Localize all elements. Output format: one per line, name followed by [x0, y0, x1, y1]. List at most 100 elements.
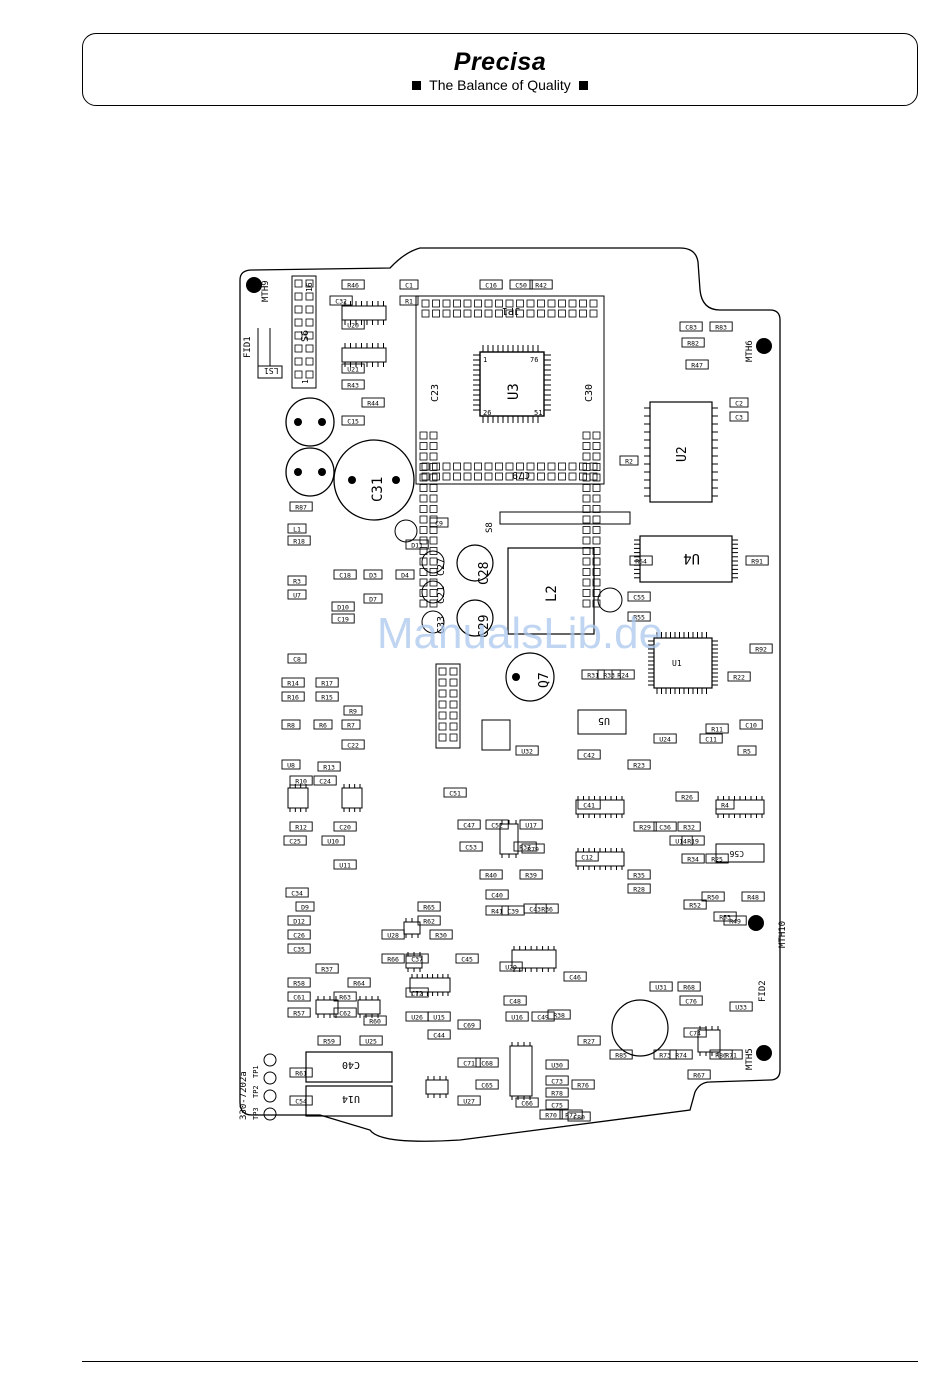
- part-r37: [513, 841, 537, 852]
- part-label-c74: C74: [689, 1029, 701, 1037]
- square-bullet-icon: [578, 81, 588, 90]
- part-label-r41: R41: [491, 907, 503, 915]
- part-r55: [627, 611, 651, 622]
- component-u19: [611, 999, 669, 1057]
- part-u20: [341, 319, 365, 330]
- chip-u6: [715, 843, 765, 863]
- part-label-r3: R3: [293, 577, 301, 585]
- part-r67: [687, 1069, 711, 1080]
- part-label-r54: R54: [635, 557, 647, 565]
- label-l2: L2: [544, 585, 560, 602]
- label-u2: U2: [675, 446, 690, 462]
- part-label-c62: C62: [339, 1009, 351, 1017]
- label-c28: C28: [477, 562, 492, 585]
- part-r64: [347, 977, 371, 988]
- part-r83: [709, 321, 733, 332]
- label-mth9: MTH9: [261, 280, 271, 302]
- label-c40: U14: [342, 1093, 360, 1104]
- part-label-d7: D7: [369, 595, 377, 603]
- part-u16: [505, 1011, 529, 1022]
- part-label-r31: R31: [587, 671, 599, 679]
- part-u29: [499, 961, 523, 972]
- part-label-u25: U25: [365, 1037, 377, 1045]
- part-r43: [341, 379, 365, 390]
- part-r92: [749, 643, 773, 654]
- part-c8: [287, 653, 307, 664]
- part-label-c35: C35: [293, 945, 305, 953]
- pin-label-76: 76: [530, 356, 538, 364]
- part-c40: [485, 889, 509, 900]
- part-label-c51: C51: [449, 789, 461, 797]
- part-r73: [653, 1049, 677, 1060]
- part-label-c41: C41: [583, 801, 595, 809]
- part-label-u26: U26: [411, 1013, 423, 1021]
- part-label-r71: R71: [725, 1051, 737, 1059]
- part-c52: [485, 819, 509, 830]
- connector-s1: [291, 275, 317, 389]
- part-label-r25: R25: [711, 855, 723, 863]
- watermark: ManualsLib.de: [377, 609, 663, 658]
- capacitor-c29: [456, 599, 494, 637]
- part-u10: [321, 835, 345, 846]
- buzzer-ls1: [505, 652, 555, 702]
- part-c76: [679, 995, 703, 1006]
- part-d11: [405, 539, 429, 550]
- label-c21: C21: [436, 586, 447, 604]
- part-label-c44: C44: [433, 1031, 445, 1039]
- part-label-d3: D3: [369, 571, 377, 579]
- part-label-r6: R6: [319, 721, 327, 729]
- part-label-r59: R59: [323, 1037, 335, 1045]
- part-label-r13: R13: [323, 763, 335, 771]
- part-label-r15: R15: [321, 693, 333, 701]
- part-label-c45: C45: [461, 955, 473, 963]
- label-s8-real: S8: [485, 522, 495, 533]
- part-r26: [675, 791, 699, 802]
- part-c55: [627, 591, 651, 602]
- part-r60: [363, 1015, 387, 1026]
- part-label-r61: R61: [295, 1069, 307, 1077]
- part-label-r60: R60: [369, 1017, 381, 1025]
- part-label-r11: R11: [711, 725, 723, 733]
- part-c49: [531, 1011, 555, 1022]
- part-label-r82: R82: [687, 339, 699, 347]
- capacitor-c56: [305, 1051, 393, 1083]
- part-d10: [331, 601, 355, 612]
- part-r1: [399, 295, 419, 306]
- part-label-c42: C42: [583, 751, 595, 759]
- capacitor-c79: [285, 397, 335, 447]
- part-label-u20: U20: [347, 321, 359, 329]
- part-c80: [567, 1111, 591, 1122]
- mounting-hole-mth9: [246, 277, 262, 293]
- part-r41: [485, 905, 509, 916]
- part-label-c47: C47: [463, 821, 475, 829]
- part-label-r10: R10: [295, 777, 307, 785]
- brand-logo: Precisa: [453, 48, 547, 76]
- part-c37: [405, 953, 429, 964]
- mounting-hole-mth10: [748, 915, 764, 931]
- part-label-c50: C50: [515, 281, 527, 289]
- part-label-r23: R23: [633, 761, 645, 769]
- part-c65: [475, 1079, 499, 1090]
- part-label-c52: C52: [491, 821, 503, 829]
- part-c48: [503, 995, 527, 1006]
- part-label-c8: C8: [293, 655, 301, 663]
- part-label-c40: C40: [491, 891, 503, 899]
- part-label-r74: R74: [675, 1051, 687, 1059]
- transistor-q7: [481, 719, 511, 751]
- part-label-r47: R47: [691, 361, 703, 369]
- part-u27: [457, 1095, 481, 1106]
- part-r23: [627, 759, 651, 770]
- part-r66: [381, 953, 405, 964]
- label-fid1: FID1: [243, 336, 253, 358]
- part-u25: [359, 1035, 383, 1046]
- tagline: The Balance of Quality: [83, 77, 917, 93]
- capacitor-c23: [394, 519, 418, 543]
- label-fid2: FID2: [758, 980, 768, 1002]
- part-c18: [333, 569, 357, 580]
- part-c32: [329, 295, 353, 306]
- part-r8: [281, 719, 301, 730]
- part-r6: [313, 719, 333, 730]
- part-r47: [685, 359, 709, 370]
- part-u17: [519, 819, 543, 830]
- part-u30: [545, 1059, 569, 1070]
